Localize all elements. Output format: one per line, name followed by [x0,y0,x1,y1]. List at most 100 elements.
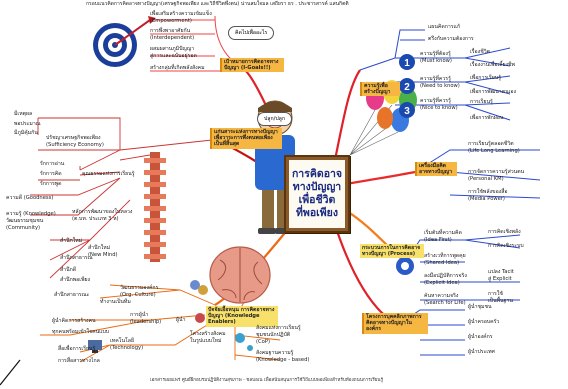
enablers-box: ปัจจัยเอื้อหนุน การคิดอาจทางปัญญา (Knowl… [206,306,278,327]
wisdom-text: วัฒนธรรมชุมชน [6,218,44,224]
target-icon [93,16,156,67]
svg-text:2: 2 [404,82,410,93]
econ-text: (Sufficiency Economy) [46,142,104,148]
need-text: เพื่อการพัฒนาตนเอง [470,89,517,95]
values-text: รักการอ่าน [40,161,65,167]
org-text: (Org. Culture) [120,292,156,298]
structure-text: (Knowledge - based) [256,357,310,363]
tools-text: (Media Power) [468,196,505,202]
econ-text: ปรัชญาเศรษฐกิจพอเพียง [46,135,101,141]
page-footer: เอกสารเผยแพร่ ศูนย์ฝึกอบรมปฏิบัติงานสุขภ… [150,378,384,383]
mind-text: สำนึกพอเพียง [60,277,91,283]
org-text: ทำงานเป็นทีม [100,299,131,305]
tech-text: การสื่อสารทางไกล [58,358,100,364]
process-box: กระบวนการในการคิดอาจทางปัญญา (Process) [360,244,424,259]
central-line-2: ทางปัญญา [292,180,342,193]
people-text: ผู้นำองค์กร [468,334,493,340]
structure-text: ในรูปแบบใหม่ [190,338,222,344]
goal-text: ผสมผสานภูมิปัญญา [150,46,195,52]
learn-box: ความรู้เพื่อ สร้างปัญญา [360,82,400,97]
svg-text:1: 1 [404,58,410,69]
computer-icon [88,340,102,353]
need-text: ความรู้ที่ควรรู้ [420,76,451,82]
org-text: ผู้นำคิดการสร้างคน [52,318,96,324]
people-text: ผู้นำชุมชน [468,304,492,310]
process-sub-text: สู่ Explicit [488,276,512,282]
org-text: วัฒนธรรมองค์กร [120,285,159,291]
process-text: (Search for Life) [424,300,466,306]
goal-text: (Interdependent) [150,35,195,41]
org-text: (leadership) [130,319,162,325]
speech-bubble-top: คิดไปเพื่ออะไร [228,26,275,40]
spine-icon [144,152,166,262]
mind-text: สำนึกสาธารณ [60,255,93,261]
gear-icon [396,257,414,275]
goal-text: การพึ่งพาอาศัยกัน [150,28,191,34]
org-text: การผู้นำ [130,312,149,318]
people-text: ผู้นำประเทศ [468,349,495,355]
wisdom-text: ความรู้ (Knowledge) [6,211,56,217]
svg-text:3: 3 [404,106,410,117]
number-1-icon: 1 [399,54,415,70]
process-sub-text: แปลง Tacit [488,269,514,275]
econ-text: มีเหตุผล [14,111,33,117]
process-text: ลงมือปฏิบัติการจริง [424,273,467,279]
structure-text: สังคมแห่งการเรียนรู้ [256,325,301,331]
econ-text: พอประมาณ [14,121,41,127]
edge-line [0,359,21,386]
leader-icon [195,313,205,323]
wisdom-text: (ต.บท. ประเภท 3 ห) [72,216,119,222]
structure-text: โครงสร้างสังคม [190,331,226,337]
process-text: ค้นหาความจริง [424,293,459,299]
central-line-4: ที่พอเพียง [296,207,338,220]
people-text: ผู้นำครอบครัว [468,319,500,325]
wish-text: แผนคิดการแก้ [428,24,461,30]
people-box: โครงการบุคคลิกภาพการคิดอาจทางปัญญาในองค์… [362,313,428,334]
structure-text: (CoP) [256,339,270,345]
number-2-icon: 2 [399,78,415,94]
structure-text: ชุมชนนักปฏิบัติ [256,332,291,338]
central-line-1: การคิดอาจ [291,167,343,180]
nice-text: (Nice to know) [420,105,458,111]
group-icon [190,280,208,295]
values-text: รักการพูด [40,181,62,187]
process-sub-text: เป็นพื้นฐาน [488,298,513,304]
brain-icon [209,246,271,304]
nice-text: ความรู้ที่ควรรู้ [420,98,451,104]
structure-text: สังคมฐานความรู้ [256,350,294,356]
wish-text: ตรึงกับความต้องการ [428,36,474,42]
tech-text: สื่อเพื่อการเรียนรู้ [58,346,96,352]
sufficiency-box: แก่นสาระแห่งการทางปัญญา เพื่อวาระการพึ่ง… [210,128,282,149]
org-text: ทุกคนพร้อมเข้าใจคนแบบ [52,329,110,335]
tools-box: เครื่องมือคิดอาจทางปัญญา [415,162,457,177]
org-text: ผู้นำ [176,317,186,323]
tools-text: (Life Long Learning) [468,148,520,154]
central-topic: การคิดอาจ ทางปัญญา เพื่อชีวิต ที่พอเพียง [284,155,350,233]
tech-text: เทคโนโลยี [110,338,134,344]
econ-text: มีภูมิคุ้มกัน [14,130,38,136]
process-text: (Shared Idea) [424,260,460,266]
mind-text: สำนึกสาธารณะ [54,292,90,298]
goals-box: เป้าหมายการคิดอาจทางปัญญา (I-Goals!!) [220,58,284,73]
tools-text: การเรียนรู้ตลอดชีวิต [468,141,514,147]
speech-bubble-mid: ปลูก/ปลูก [257,112,292,126]
number-3-icon: 3 [399,102,415,118]
must-text: (Must know) [420,58,452,64]
goal-text: สู่การและฉบับอยู่รอด [150,53,197,59]
values-label: คุณธรรมแห่งการเรียนรู้ [82,171,135,177]
goal-text: สร้างกลุ่มที่เกิดพลังสังคม [150,65,205,71]
process-text: สร้างเวทีการพูดคุย [424,253,466,259]
need-text: (Need to know) [420,83,460,89]
wisdom-text: หลักการพัฒนาของในหลวง [72,209,133,215]
values-text: รักการคิด [40,171,62,177]
wisdom-text: (Community) [6,225,41,231]
page-header: กรอบแนวคิดการคิดอาจทางปัญญา(เศรษฐกิจพอเพ… [86,1,349,7]
goal-text: (Empowerment) [150,18,192,24]
must-text: เรื่องชีวิต [470,49,491,55]
process-sub-text: การคิดเชิงระบบ [488,243,524,249]
process-text: (Idea First) [424,237,452,243]
process-sub-text: การใช้ [488,291,503,297]
must-text: ความรู้ที่ต้องรู้ [420,51,451,57]
nice-text: เพื่อการพักผ่อน [470,115,504,121]
